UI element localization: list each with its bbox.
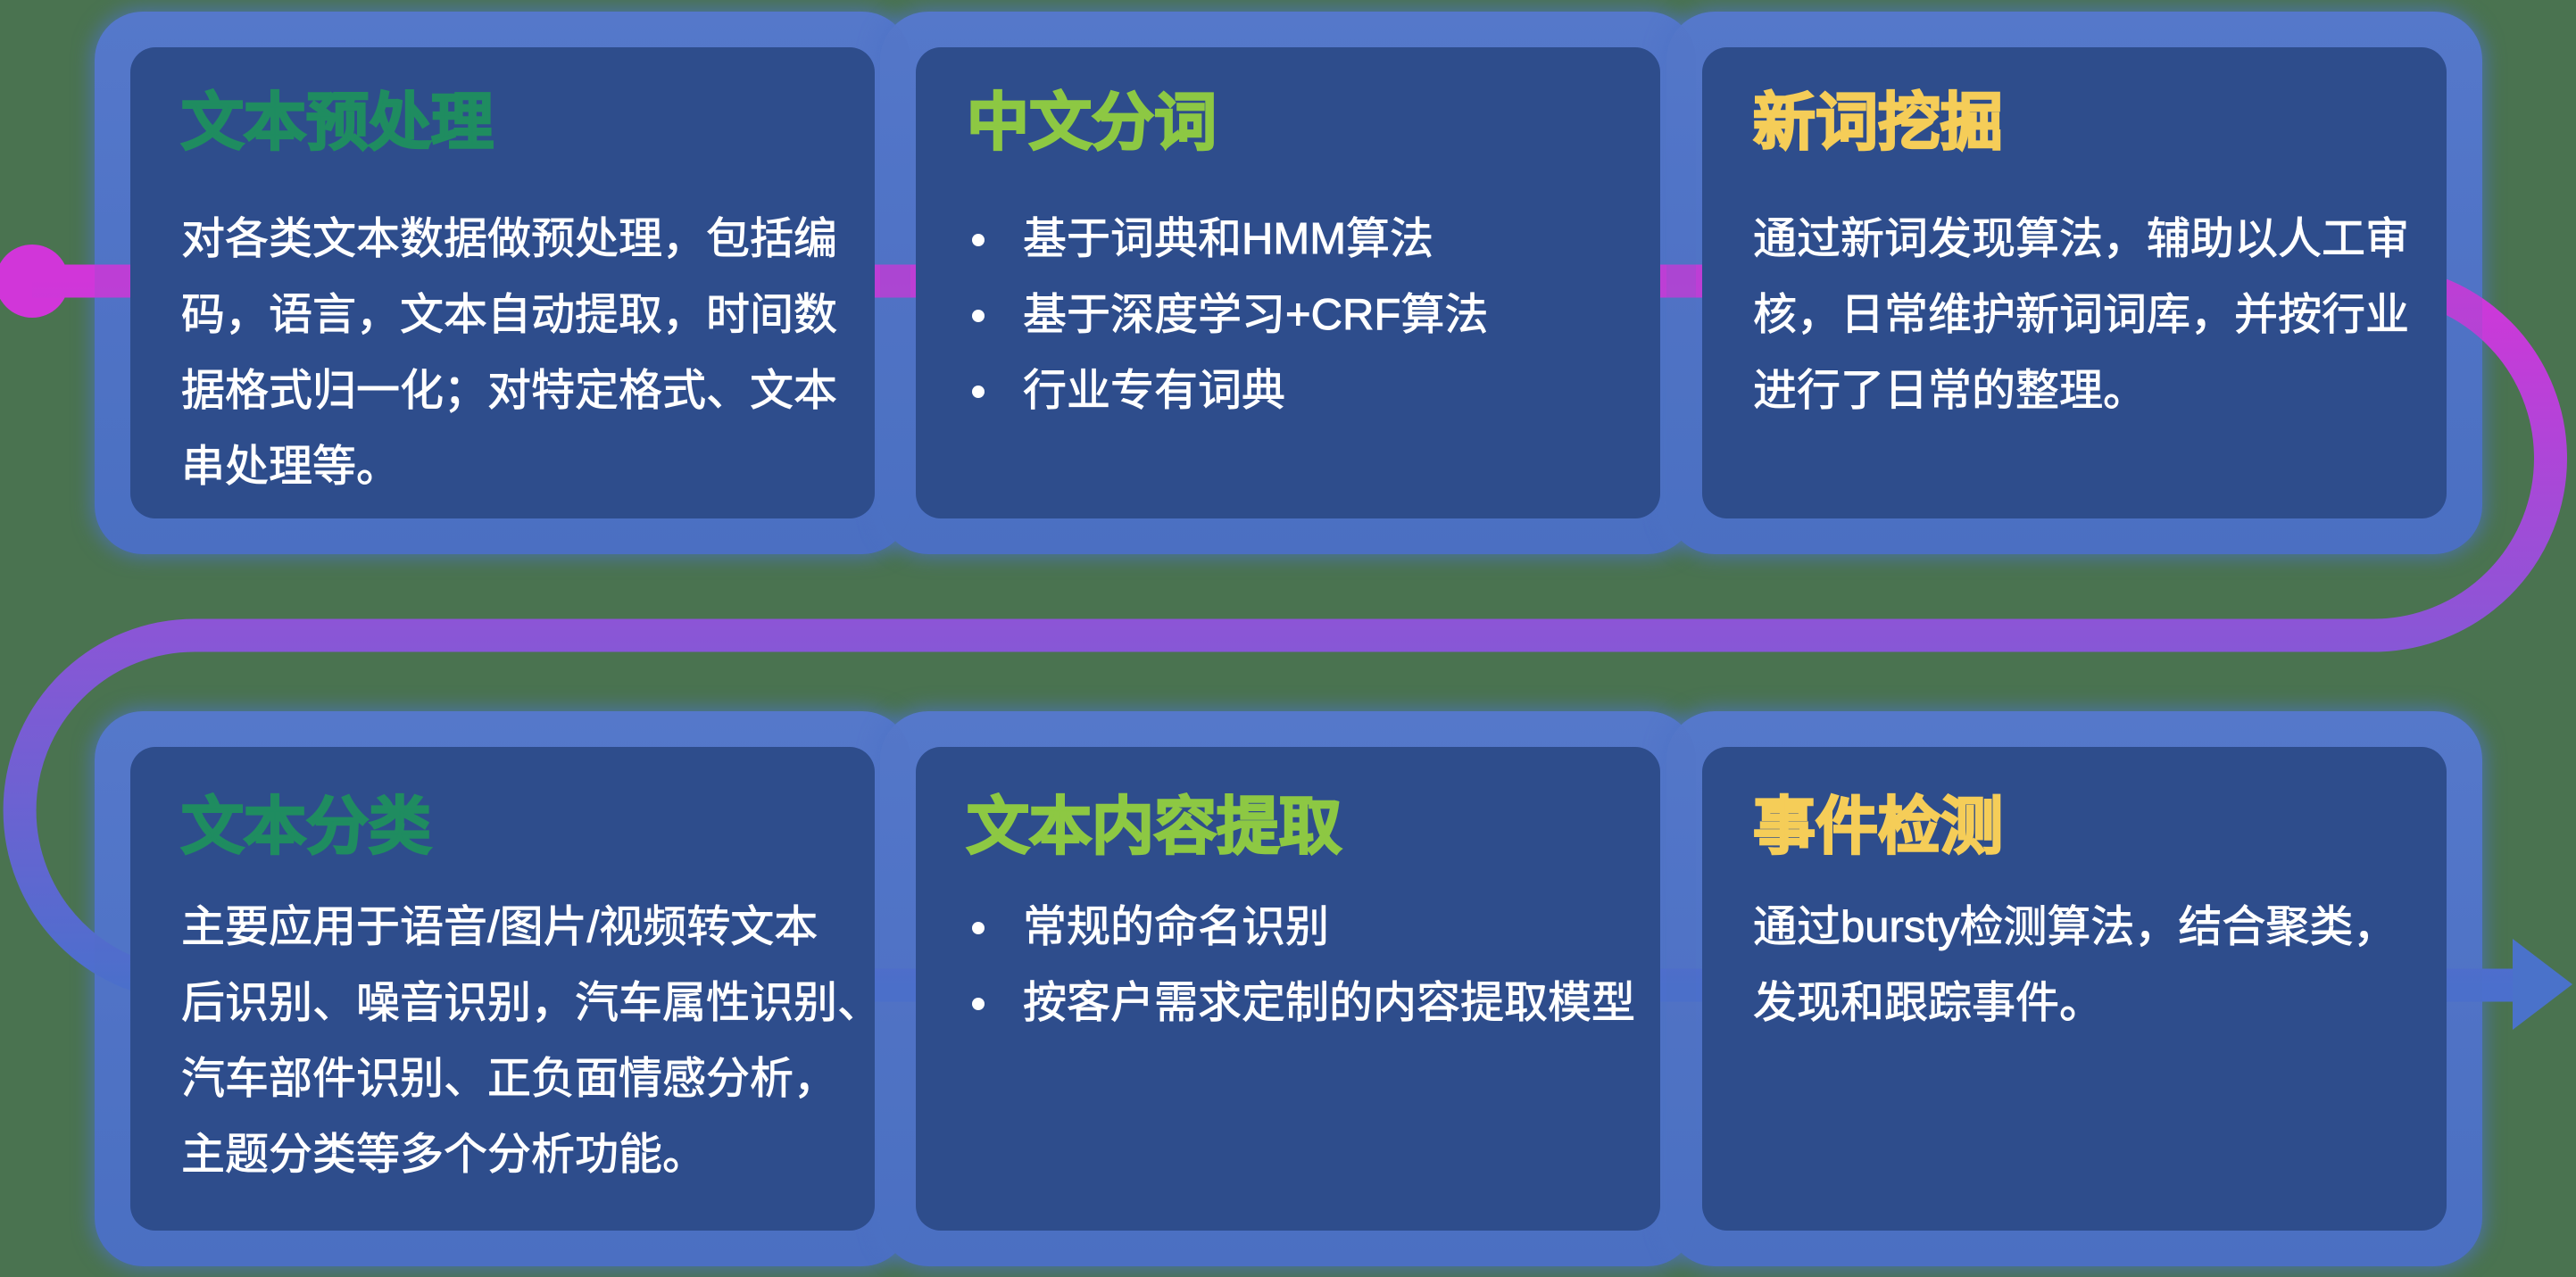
card-title: 文本预处理 <box>179 87 496 157</box>
card-text-classification: 文本分类 主要应用于语音/图片/视频转文本 后识别、噪音识别，汽车属性识别、 汽… <box>130 747 881 1231</box>
card-title: 文本分类 <box>179 792 434 861</box>
card-title: 中文分词 <box>965 87 1219 157</box>
card-text-content-extraction: 文本内容提取 常规的命名识别 按客户需求定制的内容提取模型 <box>916 747 1660 1231</box>
bullet-item: 行业专有词典 <box>972 353 1642 429</box>
bullet-item: 基于深度学习+CRF算法 <box>972 278 1642 353</box>
card-title: 新词挖掘 <box>1751 87 2006 157</box>
card-body: 通过新词发现算法，辅助以人工审 核，日常维护新词词库，并按行业 进行了日常的整理… <box>1753 215 2410 416</box>
card-new-word-mining: 新词挖掘 通过新词发现算法，辅助以人工审 核，日常维护新词词库，并按行业 进行了… <box>1702 47 2447 518</box>
flow-path <box>3 264 2567 1002</box>
card-title: 事件检测 <box>1751 792 2006 861</box>
card-body: 通过bursty检测算法，结合聚类， 发现和跟踪事件。 <box>1753 903 2397 1028</box>
card-title: 文本内容提取 <box>965 792 1344 861</box>
bullet-item: 常规的命名识别 <box>972 890 1642 966</box>
bullet-item: 基于词典和HMM算法 <box>972 202 1642 278</box>
card-body: 对各类文本数据做预处理，包括编 码，语言，文本自动提取，时间数 据格式归一化；对… <box>181 215 838 492</box>
card-chinese-word-segmentation: 中文分词 基于词典和HMM算法 基于深度学习+CRF算法 行业专有词典 <box>916 47 1660 518</box>
card-bullet-list: 常规的命名识别 按客户需求定制的内容提取模型 <box>916 890 1642 1041</box>
card-event-detection: 事件检测 通过bursty检测算法，结合聚类， 发现和跟踪事件。 <box>1702 747 2447 1231</box>
card-text-preprocessing: 文本预处理 对各类文本数据做预处理，包括编 码，语言，文本自动提取，时间数 据格… <box>130 47 875 518</box>
card-bullet-list: 基于词典和HMM算法 基于深度学习+CRF算法 行业专有词典 <box>916 202 1642 429</box>
card-body: 主要应用于语音/图片/视频转文本 后识别、噪音识别，汽车属性识别、 汽车部件识别… <box>181 903 882 1180</box>
bullet-item: 按客户需求定制的内容提取模型 <box>972 966 1642 1041</box>
flow-arrow-head <box>2513 939 2572 1030</box>
